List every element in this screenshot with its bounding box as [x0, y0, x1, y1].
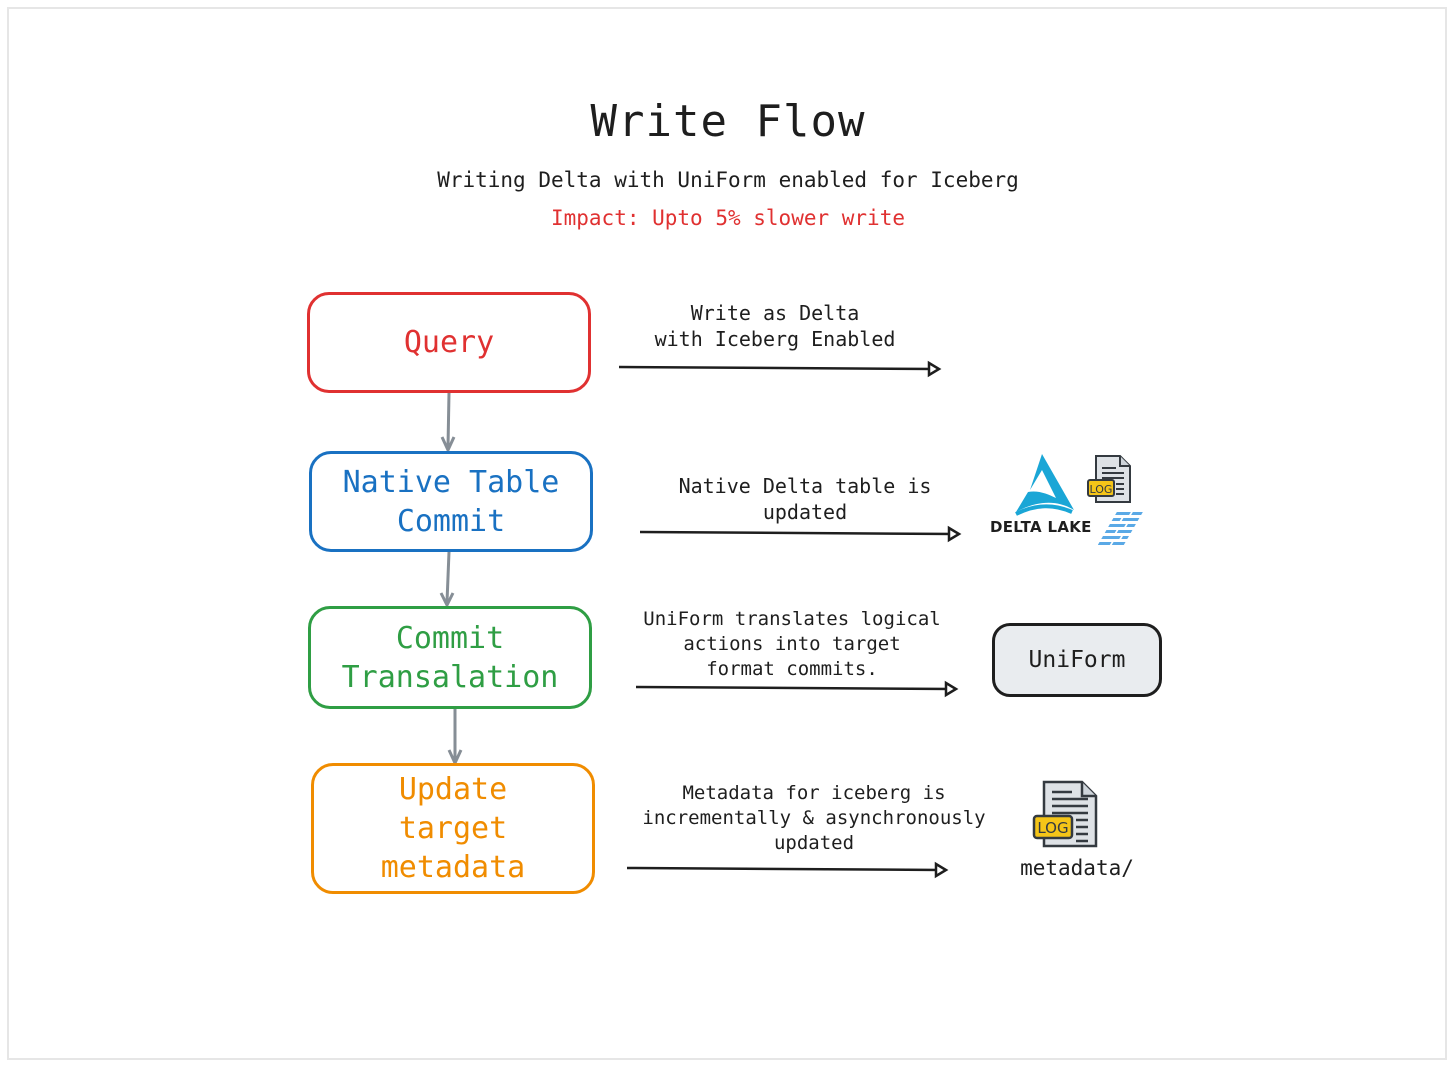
- svg-text:LOG: LOG: [1090, 483, 1113, 496]
- step-update-target-metadata[interactable]: Update target metadata: [311, 763, 595, 894]
- arrow-label-uniform-translates: UniForm translates logical actions into …: [643, 608, 941, 681]
- step-native-table-commit[interactable]: Native Table Commit: [309, 451, 593, 552]
- delta-lake-logo-icon: [1015, 454, 1074, 516]
- arrow-label-metadata-updated: Metadata for iceberg is incrementally & …: [642, 782, 986, 855]
- page-subtitle: Writing Delta with UniForm enabled for I…: [437, 168, 1019, 192]
- impact-note: Impact: Upto 5% slower write: [550, 206, 905, 230]
- uniform-box[interactable]: UniForm: [992, 623, 1162, 697]
- svg-text:LOG: LOG: [1037, 819, 1068, 837]
- delta-lake-wordmark: DELTA LAKE: [990, 518, 1092, 536]
- page-title: Write Flow: [590, 96, 866, 147]
- log-file-icon: LOG: [1087, 455, 1131, 503]
- step-commit-translation[interactable]: Commit Transalation: [308, 606, 592, 709]
- arrow-label-native-delta-updated: Native Delta table is updated: [678, 474, 932, 524]
- step-query[interactable]: Query: [307, 292, 591, 393]
- arrow-label-write-as-delta: Write as Delta with Iceberg Enabled: [654, 301, 896, 351]
- metadata-folder-label: metadata/: [1020, 856, 1134, 880]
- canvas-frame: [7, 7, 1447, 1060]
- metadata-log-file-icon: LOG: [1032, 780, 1098, 848]
- parquet-files-icon: [1098, 512, 1143, 545]
